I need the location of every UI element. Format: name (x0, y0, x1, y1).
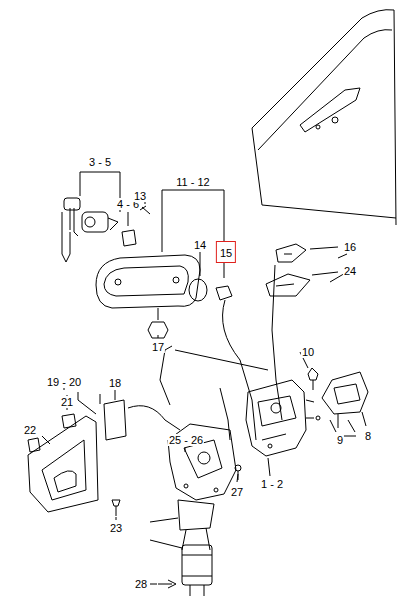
highlighted-callout: 15 (216, 241, 236, 263)
callout-number: 16 (343, 241, 357, 253)
callout-number: 1 - 2 (260, 478, 284, 490)
callout-number: 21 (60, 396, 74, 408)
callout-number: 24 (343, 265, 357, 277)
callout-number: 10 (301, 346, 315, 358)
callout-number: 9 (336, 434, 344, 446)
callout-number: 11 - 12 (175, 176, 210, 188)
callout-number: 19 - 20 (46, 376, 82, 388)
callout-number: 14 (193, 239, 207, 251)
callout-number: 22 (23, 424, 37, 436)
callout-number: 13 (133, 190, 147, 202)
callout-number: 17 (151, 341, 165, 353)
callout-number: 8 (364, 430, 372, 442)
callout-number: 27 (230, 486, 244, 498)
callout-number: 25 - 26 (168, 434, 204, 446)
callout-number: 28 (134, 578, 148, 590)
callout-number: 23 (109, 522, 123, 534)
callout-number: 18 (108, 377, 122, 389)
callout-number: 15 (220, 247, 232, 259)
callout-number: 3 - 5 (88, 156, 112, 168)
